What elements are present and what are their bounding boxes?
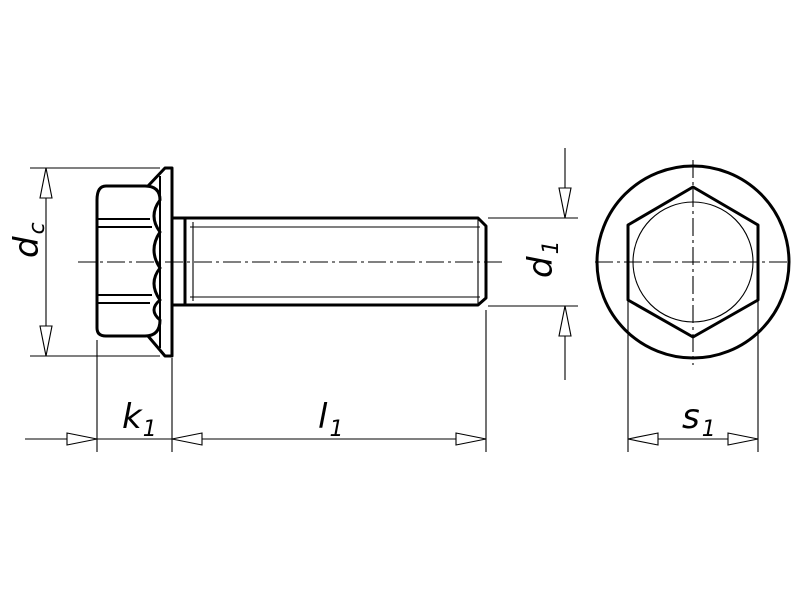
dim-thread-diameter: d1 — [488, 148, 578, 380]
arrowhead — [171, 432, 203, 446]
hex-head — [95, 184, 162, 338]
arrowhead — [39, 167, 53, 199]
arrowhead — [727, 432, 759, 446]
dimension-label-s1: s1 — [682, 397, 716, 442]
dimension-label: dc — [7, 222, 50, 258]
dim-head-diameter: dc — [7, 167, 160, 357]
dimension-label-k1: k1 — [122, 397, 157, 442]
arrowhead — [558, 187, 572, 219]
arrowhead — [39, 325, 53, 357]
arrowhead — [558, 305, 572, 337]
arrowhead — [627, 432, 659, 446]
undercut — [170, 216, 187, 307]
arrowhead — [66, 432, 98, 446]
arrowhead — [455, 432, 487, 446]
bolt-end-view — [595, 160, 791, 365]
dim-across-flats: s1 — [627, 300, 759, 452]
dimension-label: d1 — [521, 240, 564, 278]
dimension-label-l1: l1 — [318, 397, 343, 442]
bolt-side-view — [78, 166, 505, 358]
dim-head-and-length: k1 l1 — [25, 310, 487, 452]
